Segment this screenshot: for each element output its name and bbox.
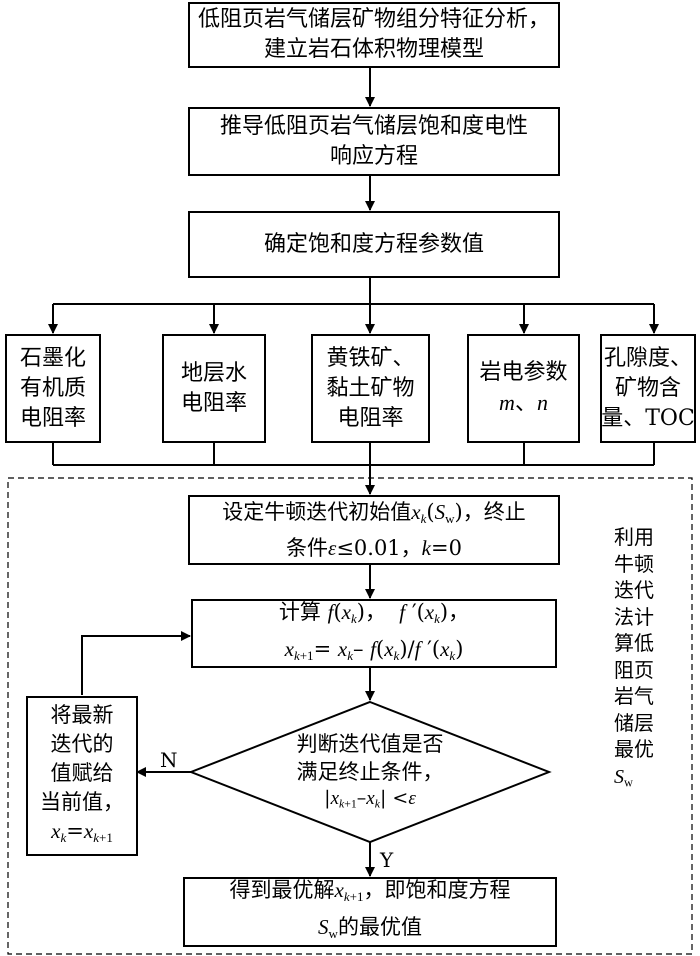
decision-line2: 满足终止条件，: [296, 760, 444, 784]
step3-text: 确定饱和度方程参数值: [263, 231, 484, 257]
update-formula: xk=xk+1: [51, 818, 113, 845]
step1-line2: 建立岩石体积物理模型: [263, 37, 484, 62]
init-line2: 条件ε≤0.01，k=0: [286, 536, 462, 561]
caption-line-3: 迭代: [614, 578, 654, 602]
param-4-line2: m、n: [499, 390, 548, 416]
param-1-line3: 电阻率: [19, 405, 86, 431]
result-line2: Sw的最优值: [318, 915, 422, 941]
update-line4: 当前值，: [40, 789, 124, 814]
param-4-line1: 岩电参数: [479, 360, 568, 385]
param-2-line1: 地层水: [180, 360, 247, 386]
decision-line1: 判断迭代值是否: [296, 732, 444, 756]
newton-method-caption: 利用 牛顿 迭代 法计 算低 阻页 岩气 储层 最优 Sw: [614, 524, 680, 796]
param-2-line2: 电阻率: [180, 390, 247, 416]
param-1-line2: 有机质: [19, 375, 86, 401]
param-5-line3: 量、TOC: [601, 405, 695, 431]
result-box: 得到最优解xk+1，即饱和度方程 Sw的最优值: [183, 877, 557, 947]
caption-line-2: 牛顿: [614, 551, 654, 576]
step2-line1: 推导低阻页岩气储层饱和度电性: [219, 113, 528, 139]
yes-label: Y: [380, 848, 394, 872]
caption-line-1: 利用: [614, 525, 654, 549]
init-box: 设定牛顿迭代初始值xk(Sw)，终止 条件ε≤0.01，k=0: [188, 495, 560, 565]
param-3-line1: 黄铁矿、: [326, 345, 415, 371]
update-box: 将最新 迭代的 值赋给 当前值， xk=xk+1: [26, 696, 138, 856]
decision-text: 判断迭代值是否 满足终止条件， |xk+1–xk| <ε: [230, 730, 510, 817]
caption-line-7: 岩气: [614, 684, 654, 708]
no-label: N: [160, 748, 178, 772]
caption-line-5: 算低: [614, 631, 654, 655]
param-box-4: 岩电参数 m、n: [467, 334, 580, 443]
param-box-1: 石墨化 有机质 电阻率: [5, 334, 101, 443]
decision-line3: |xk+1–xk| <ε: [324, 787, 416, 811]
step2-line2: 响应方程: [329, 143, 418, 169]
compute-box: 计算 f(xk)， f ′(xk)， xk+1= xk– f(xk)/f ′(x…: [191, 599, 557, 668]
param-3-line3: 电阻率: [337, 405, 404, 431]
newton-method-region: [7, 477, 693, 955]
update-line1: 将最新: [50, 702, 114, 727]
param-3-line2: 黏土矿物: [326, 375, 415, 401]
step2-box: 推导低阻页岩气储层饱和度电性 响应方程: [188, 107, 560, 176]
param-box-5: 孔隙度、 矿物含 量、TOC: [600, 334, 696, 443]
init-line1: 设定牛顿迭代初始值xk(Sw)，终止: [222, 499, 526, 526]
step1-box: 低阻页岩气储层矿物组分特征分析， 建立岩石体积物理模型: [188, 2, 560, 68]
param-box-2: 地层水 电阻率: [162, 334, 266, 443]
update-line3: 值赋给: [50, 760, 114, 785]
caption-line-4: 法计: [614, 604, 654, 629]
compute-line1: 计算 f(xk)， f ′(xk)，: [278, 599, 470, 626]
caption-line-10: Sw: [614, 765, 633, 790]
caption-line-8: 储层: [614, 710, 654, 735]
step3-box: 确定饱和度方程参数值: [188, 211, 560, 278]
param-box-3: 黄铁矿、 黏土矿物 电阻率: [311, 334, 430, 443]
arrow-update-compute: [81, 631, 191, 695]
step1-line1: 低阻页岩气储层矿物组分特征分析，: [197, 7, 550, 32]
param-5-line2: 矿物含: [614, 375, 681, 401]
caption-line-6: 阻页: [614, 657, 654, 682]
caption-line-9: 最优: [614, 737, 654, 761]
compute-line2: xk+1= xk– f(xk)/f ′(xk): [284, 636, 464, 663]
result-line1: 得到最优解xk+1，即饱和度方程: [229, 878, 511, 904]
update-line2: 迭代的: [50, 731, 114, 756]
param-1-line1: 石墨化: [19, 345, 86, 371]
param-5-line1: 孔隙度、: [603, 345, 692, 371]
